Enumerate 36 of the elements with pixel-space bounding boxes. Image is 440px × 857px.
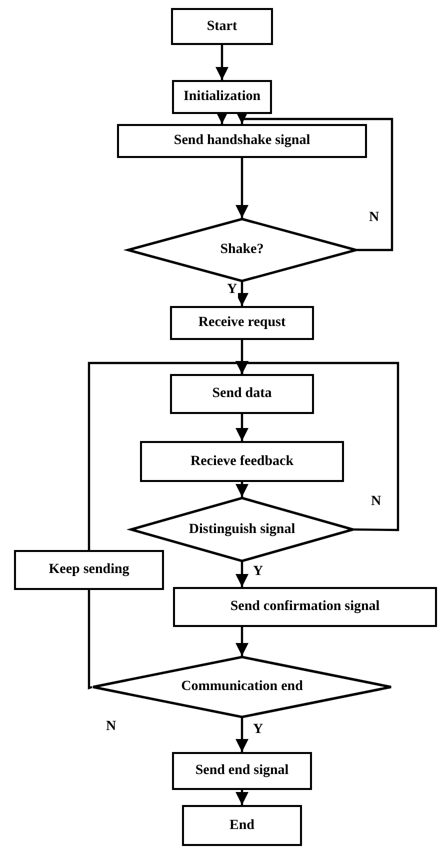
arrow — [235, 282, 249, 306]
node-label: Keep sending — [48, 562, 130, 578]
arrow — [235, 627, 249, 656]
node-label: Send end signal — [195, 763, 289, 779]
arrow — [235, 158, 249, 218]
node-label: Distinguish signal — [188, 522, 296, 538]
node-label: Initialization — [183, 89, 260, 105]
process-box — [14, 550, 164, 590]
edge-label: Y — [226, 282, 238, 298]
process-box — [170, 374, 314, 414]
process-box — [171, 8, 273, 45]
node-label: Shake? — [220, 242, 264, 258]
process-box — [172, 80, 272, 114]
process-box — [170, 306, 314, 340]
arrow — [235, 562, 249, 587]
process-box — [140, 441, 344, 482]
connector-line — [88, 590, 92, 690]
node-label: Send handshake signal — [174, 133, 310, 149]
node-label: Communication end — [181, 679, 303, 695]
decision-diamond — [92, 656, 392, 718]
node-label: Start — [206, 18, 238, 34]
process-box — [117, 124, 367, 158]
arrow — [235, 790, 249, 805]
process-box — [173, 587, 437, 627]
node-label: Send data — [212, 386, 272, 402]
node-label: Send confirmation signal — [230, 599, 380, 615]
arrow — [235, 482, 249, 497]
arrow — [88, 360, 249, 550]
arrow — [235, 718, 249, 752]
arrow — [215, 45, 229, 80]
node-label: End — [230, 818, 254, 834]
process-box — [172, 752, 312, 790]
arrow — [235, 414, 249, 441]
process-box — [182, 805, 302, 846]
node-label: Recieve feedback — [190, 454, 294, 470]
node-label: Receive requst — [198, 315, 286, 331]
